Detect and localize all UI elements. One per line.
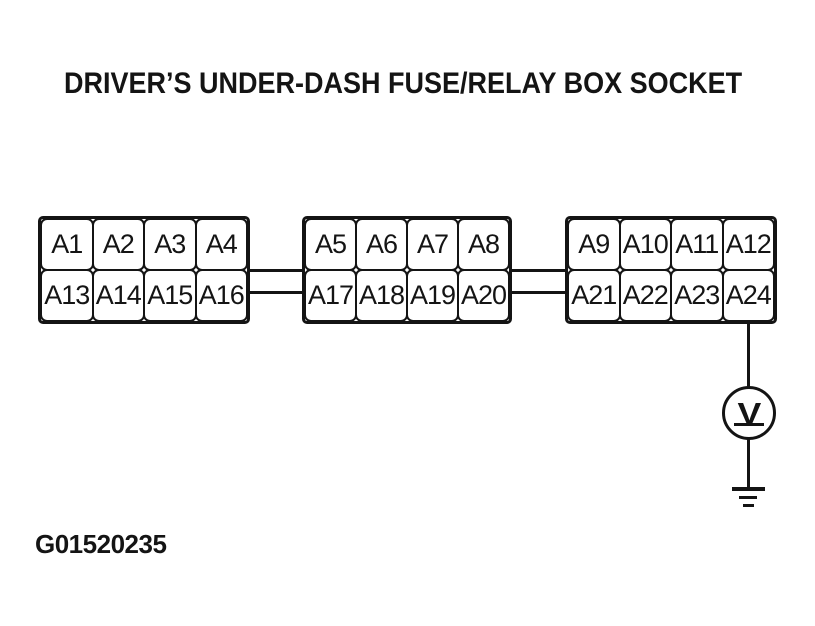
connector-line-block2-block3-lower xyxy=(511,291,566,294)
socket-cell-a16: A16 xyxy=(194,269,248,322)
socket-cell-a7: A7 xyxy=(406,218,459,271)
socket-cell-a17: A17 xyxy=(304,269,357,322)
socket-cell-a22: A22 xyxy=(618,269,672,322)
socket-cell-a11: A11 xyxy=(670,218,724,271)
socket-block-2: A5 A6 A7 A8 A17 A18 A19 A20 xyxy=(302,216,512,324)
ground-icon-bar-3 xyxy=(743,504,754,507)
connector-line-block1-block2-lower xyxy=(249,291,303,294)
socket-cell-a14: A14 xyxy=(91,269,145,322)
socket-cell-a2: A2 xyxy=(91,218,145,271)
socket-cell-a13: A13 xyxy=(40,269,94,322)
socket-cell-a1: A1 xyxy=(40,218,94,271)
socket-cell-a19: A19 xyxy=(406,269,459,322)
socket-cell-a10: A10 xyxy=(618,218,672,271)
socket-cell-a12: A12 xyxy=(721,218,775,271)
voltmeter-underline xyxy=(734,423,764,426)
figure-code: G01520235 xyxy=(35,529,167,559)
connector-line-block2-block3-upper xyxy=(511,269,566,272)
socket-cell-a24: A24 xyxy=(721,269,775,322)
socket-cell-a6: A6 xyxy=(355,218,408,271)
socket-block-3: A9 A10 A11 A12 A21 A22 A23 A24 xyxy=(565,216,777,324)
socket-cell-a4: A4 xyxy=(194,218,248,271)
socket-cell-a5: A5 xyxy=(304,218,357,271)
socket-cell-a8: A8 xyxy=(457,218,510,271)
socket-cell-a23: A23 xyxy=(670,269,724,322)
wire-a24-to-voltmeter xyxy=(747,322,750,387)
socket-cell-a18: A18 xyxy=(355,269,408,322)
socket-cell-a20: A20 xyxy=(457,269,510,322)
page-title: DRIVER’S UNDER-DASH FUSE/RELAY BOX SOCKE… xyxy=(64,67,743,100)
socket-cell-a21: A21 xyxy=(567,269,621,322)
voltmeter-v-label: V xyxy=(737,396,761,431)
socket-cell-a15: A15 xyxy=(143,269,197,322)
socket-cell-a9: A9 xyxy=(567,218,621,271)
socket-block-1: A1 A2 A3 A4 A13 A14 A15 A16 xyxy=(38,216,250,324)
wire-voltmeter-to-ground xyxy=(747,438,750,489)
socket-cell-a3: A3 xyxy=(143,218,197,271)
ground-icon xyxy=(732,487,765,491)
ground-icon-bar-2 xyxy=(739,496,757,499)
voltmeter-icon: V xyxy=(722,386,776,440)
connector-line-block1-block2-upper xyxy=(249,269,303,272)
